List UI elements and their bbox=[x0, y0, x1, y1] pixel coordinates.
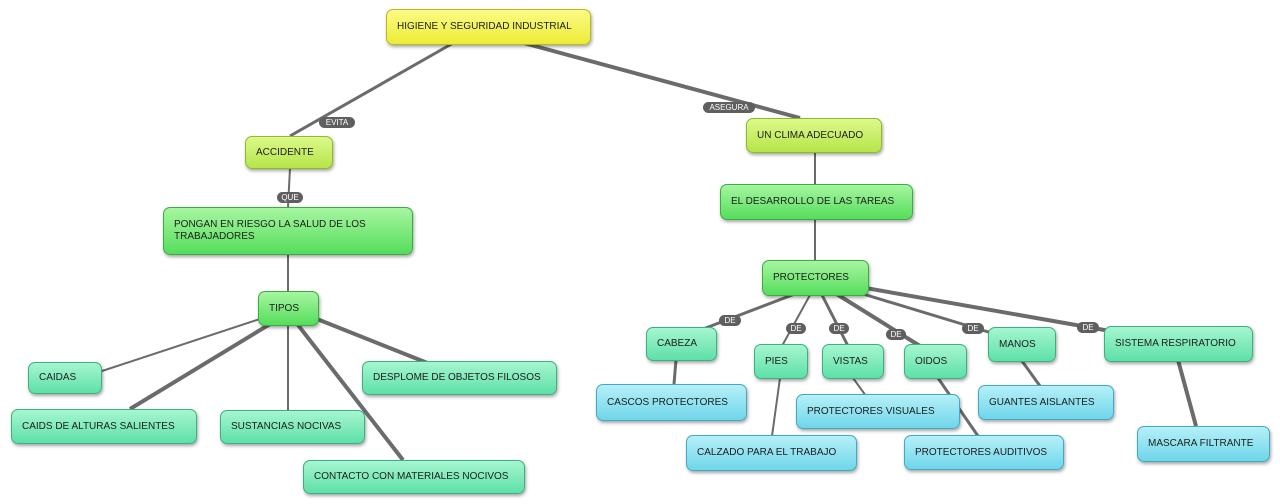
line-vistas-visuales bbox=[852, 377, 867, 397]
line-prot-respiratorio bbox=[859, 285, 1111, 333]
node-cabeza[interactable]: CABEZA bbox=[646, 327, 717, 361]
line-manos-guantes bbox=[1020, 360, 1042, 387]
node-calzado[interactable]: CALZADO PARA EL TRABAJO bbox=[686, 435, 857, 471]
node-protectores-visuales[interactable]: PROTECTORES VISUALES bbox=[796, 394, 960, 429]
node-accidente[interactable]: ACCIDENTE bbox=[245, 136, 333, 169]
link-label-de-vistas: DE bbox=[829, 323, 849, 334]
node-respiratorio[interactable]: SISTEMA RESPIRATORIO bbox=[1104, 326, 1253, 362]
node-caidas[interactable]: CAIDAS bbox=[28, 362, 102, 394]
node-manos[interactable]: MANOS bbox=[988, 327, 1056, 362]
link-label-que: QUE bbox=[277, 192, 303, 203]
node-contacto[interactable]: CONTACTO CON MATERIALES NOCIVOS bbox=[303, 460, 525, 494]
link-label-de-oidos: DE bbox=[886, 329, 906, 340]
line-tipos-desplome bbox=[311, 315, 431, 366]
node-desplome[interactable]: DESPLOME DE OBJETOS FILOSOS bbox=[362, 361, 557, 395]
line-cabeza-cascos bbox=[672, 359, 678, 385]
line-root-accidente bbox=[289, 40, 456, 138]
link-label-evita: EVITA bbox=[319, 117, 355, 128]
node-caids-alturas[interactable]: CAIDS DE ALTURAS SALIENTES bbox=[11, 409, 197, 444]
node-mascara[interactable]: MASCARA FILTRANTE bbox=[1137, 426, 1270, 462]
link-label-de-respiratorio: DE bbox=[1077, 322, 1099, 333]
line-pies-calzado bbox=[771, 377, 781, 437]
line-tipos-contacto bbox=[296, 323, 405, 462]
line-root-clima bbox=[519, 40, 801, 120]
node-riesgo[interactable]: PONGAN EN RIESGO LA SALUD DE LOS TRABAJA… bbox=[163, 207, 413, 255]
line-prot-oidos bbox=[833, 291, 922, 348]
node-cascos[interactable]: CASCOS PROTECTORES bbox=[596, 384, 747, 421]
node-tipos[interactable]: TIPOS bbox=[258, 291, 319, 326]
node-pies[interactable]: PIES bbox=[754, 344, 808, 379]
link-label-de-cabeza: DE bbox=[719, 315, 741, 326]
line-prot-vistas bbox=[820, 294, 850, 347]
line-prot-pies bbox=[781, 294, 811, 347]
node-guantes[interactable]: GUANTES AISLANTES bbox=[978, 385, 1114, 420]
line-tipos-caidas bbox=[95, 313, 276, 374]
line-tipos-caids bbox=[128, 316, 282, 411]
node-oidos[interactable]: OIDOS bbox=[904, 344, 967, 379]
node-vistas[interactable]: VISTAS bbox=[822, 344, 884, 379]
link-label-asegura: ASEGURA bbox=[703, 102, 755, 113]
line-respiratorio-mascara bbox=[1176, 359, 1198, 427]
node-desarrollo[interactable]: EL DESARROLLO DE LAS TAREAS bbox=[720, 184, 913, 220]
node-clima[interactable]: UN CLIMA ADECUADO bbox=[746, 118, 882, 153]
node-protectores[interactable]: PROTECTORES bbox=[762, 260, 869, 296]
node-protectores-auditivos[interactable]: PROTECTORES AUDITIVOS bbox=[904, 435, 1064, 470]
link-label-de-pies: DE bbox=[786, 323, 806, 334]
node-root[interactable]: HIGIENE Y SEGURIDAD INDUSTRIAL bbox=[386, 9, 591, 45]
node-sustancias[interactable]: SUSTANCIAS NOCIVAS bbox=[220, 410, 365, 444]
link-label-de-manos: DE bbox=[962, 323, 984, 334]
